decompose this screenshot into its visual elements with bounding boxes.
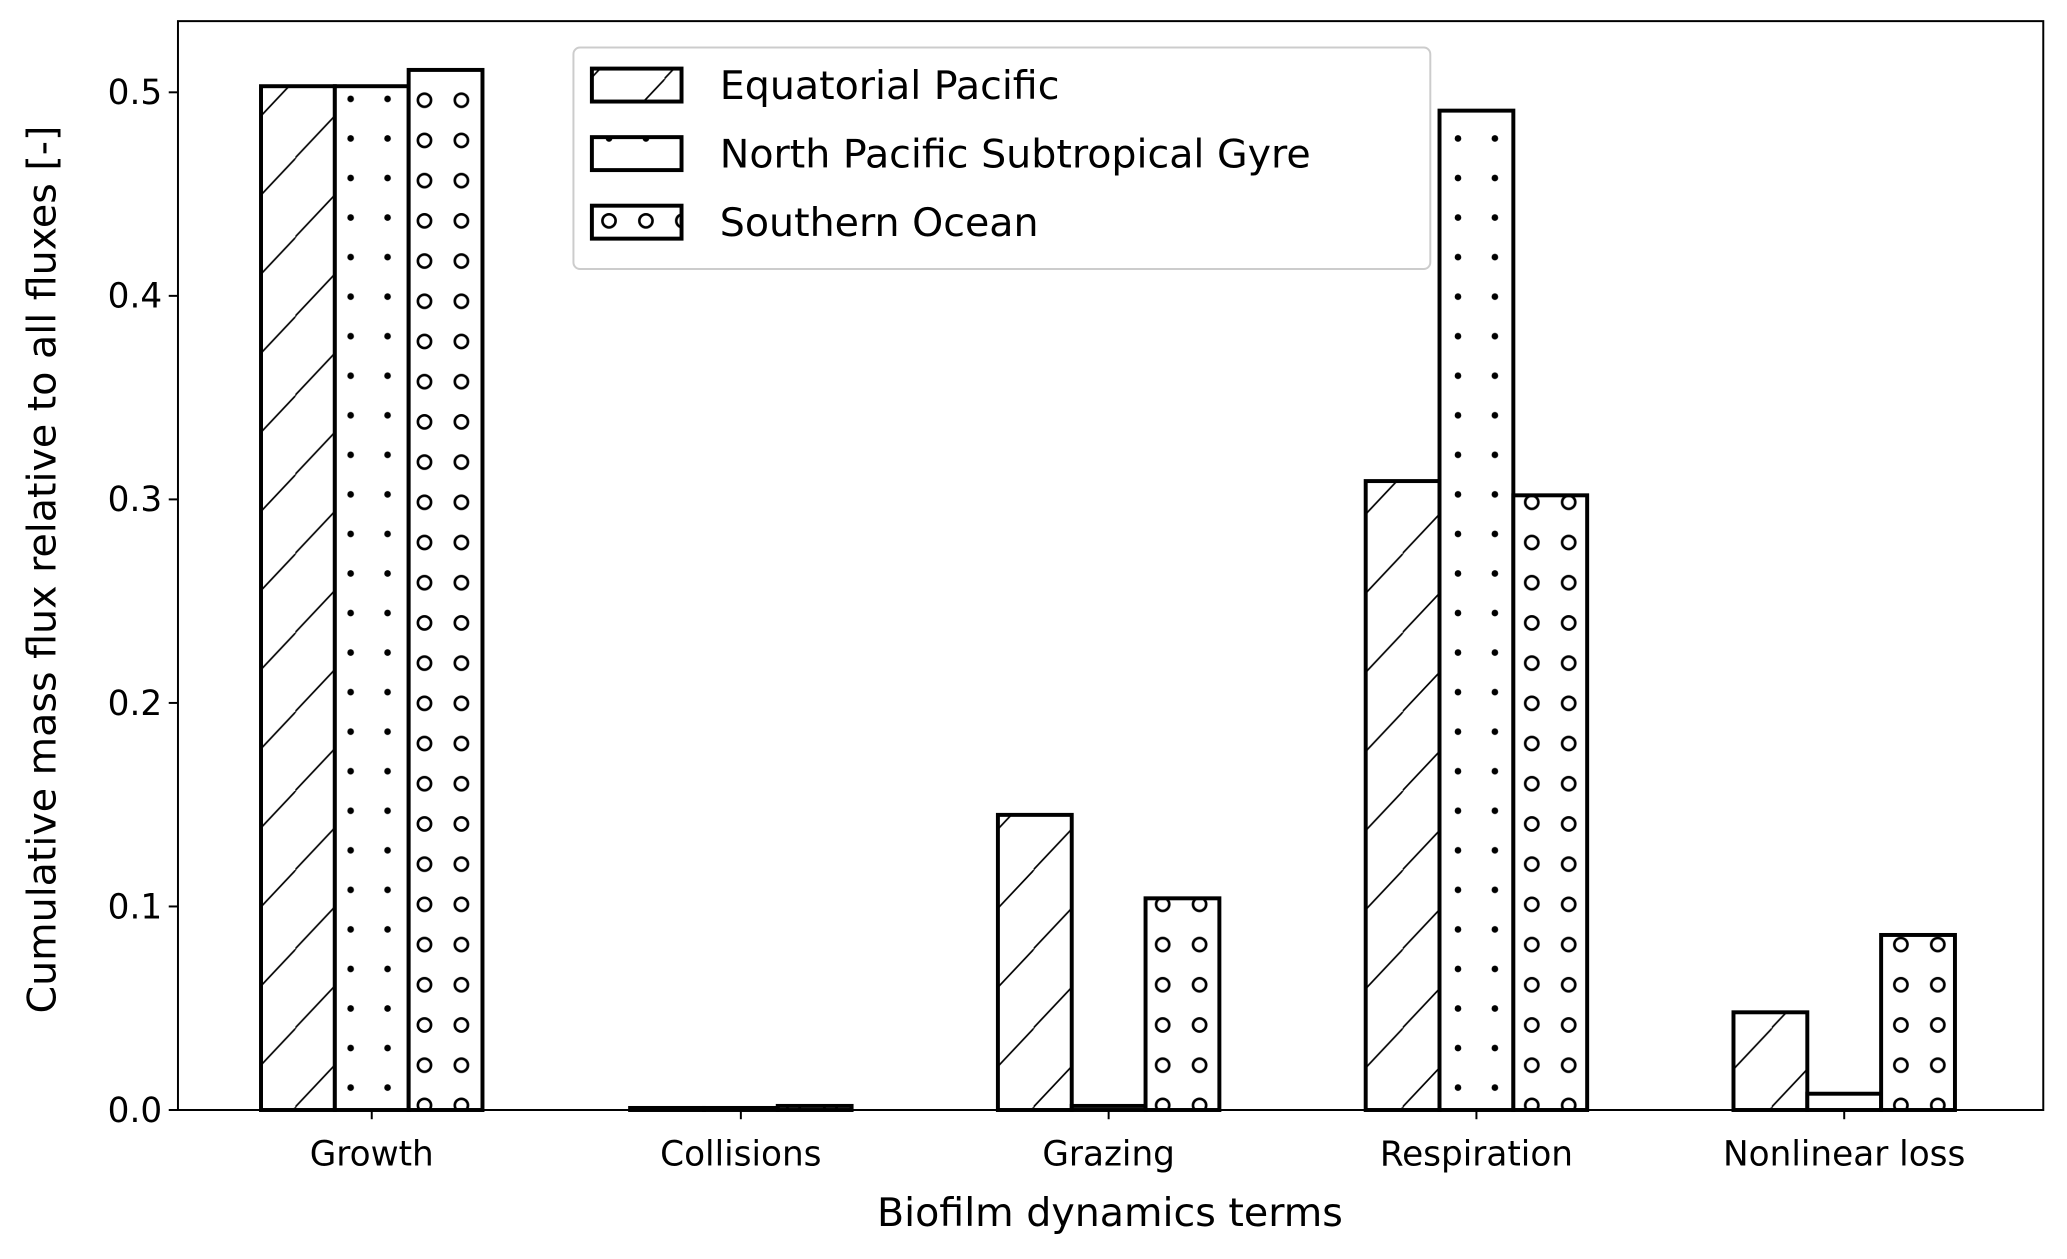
legend-entry: North Pacific Subtropical Gyre bbox=[720, 131, 1311, 177]
x-tick-label: Collisions bbox=[660, 1134, 821, 1174]
y-axis: 0.0 0.1 0.2 0.3 0.4 0.5 bbox=[108, 73, 178, 1131]
bar-equatorial-pacific-growth bbox=[259, 84, 337, 1112]
legend-swatch bbox=[589, 135, 684, 173]
bar-equatorial-pacific-nonlinear-loss bbox=[1731, 1010, 1810, 1112]
legend-frame bbox=[572, 46, 1432, 270]
bar-north-pacific-subtropical-gyre-growth bbox=[332, 84, 411, 1112]
bar-southern-ocean-nonlinear-loss bbox=[1879, 932, 1957, 1112]
bar-southern-ocean-growth bbox=[406, 67, 485, 1112]
bars-layer bbox=[259, 67, 1957, 1112]
bar-equatorial-pacific-respiration bbox=[1363, 479, 1442, 1112]
y-tick-label: 0.4 bbox=[108, 277, 163, 317]
x-tick-label: Respiration bbox=[1380, 1134, 1573, 1174]
x-tick-label: Grazing bbox=[1042, 1134, 1175, 1174]
y-tick-label: 0.2 bbox=[108, 684, 163, 724]
x-tick-label: Nonlinear loss bbox=[1723, 1134, 1965, 1174]
bar-north-pacific-subtropical-gyre-nonlinear-loss bbox=[1805, 1091, 1884, 1112]
y-axis-label: Cumulative mass flux relative to all flu… bbox=[19, 126, 65, 1014]
plot-frame bbox=[176, 20, 2045, 1111]
x-tick-label: Growth bbox=[310, 1134, 434, 1174]
legend-entry: Southern Ocean bbox=[720, 200, 1039, 246]
y-tick-label: 0.0 bbox=[108, 1091, 163, 1131]
y-tick-label: 0.3 bbox=[108, 480, 163, 520]
bar-north-pacific-subtropical-gyre-respiration bbox=[1437, 108, 1516, 1112]
legend-swatch bbox=[589, 203, 684, 241]
legend-swatch bbox=[589, 66, 684, 104]
x-axis: Growth Collisions Grazing Respiration Nonlin… bbox=[310, 1109, 1965, 1174]
bar-equatorial-pacific-grazing bbox=[995, 812, 1074, 1112]
y-tick-label: 0.5 bbox=[108, 73, 163, 113]
bar-southern-ocean-respiration bbox=[1511, 493, 1590, 1112]
y-tick-label: 0.1 bbox=[108, 887, 163, 927]
bar-southern-ocean-grazing bbox=[1143, 896, 1222, 1112]
x-axis-label: Biofilm dynamics terms bbox=[877, 1190, 1343, 1236]
legend-entry: Equatorial Pacific bbox=[720, 63, 1060, 109]
